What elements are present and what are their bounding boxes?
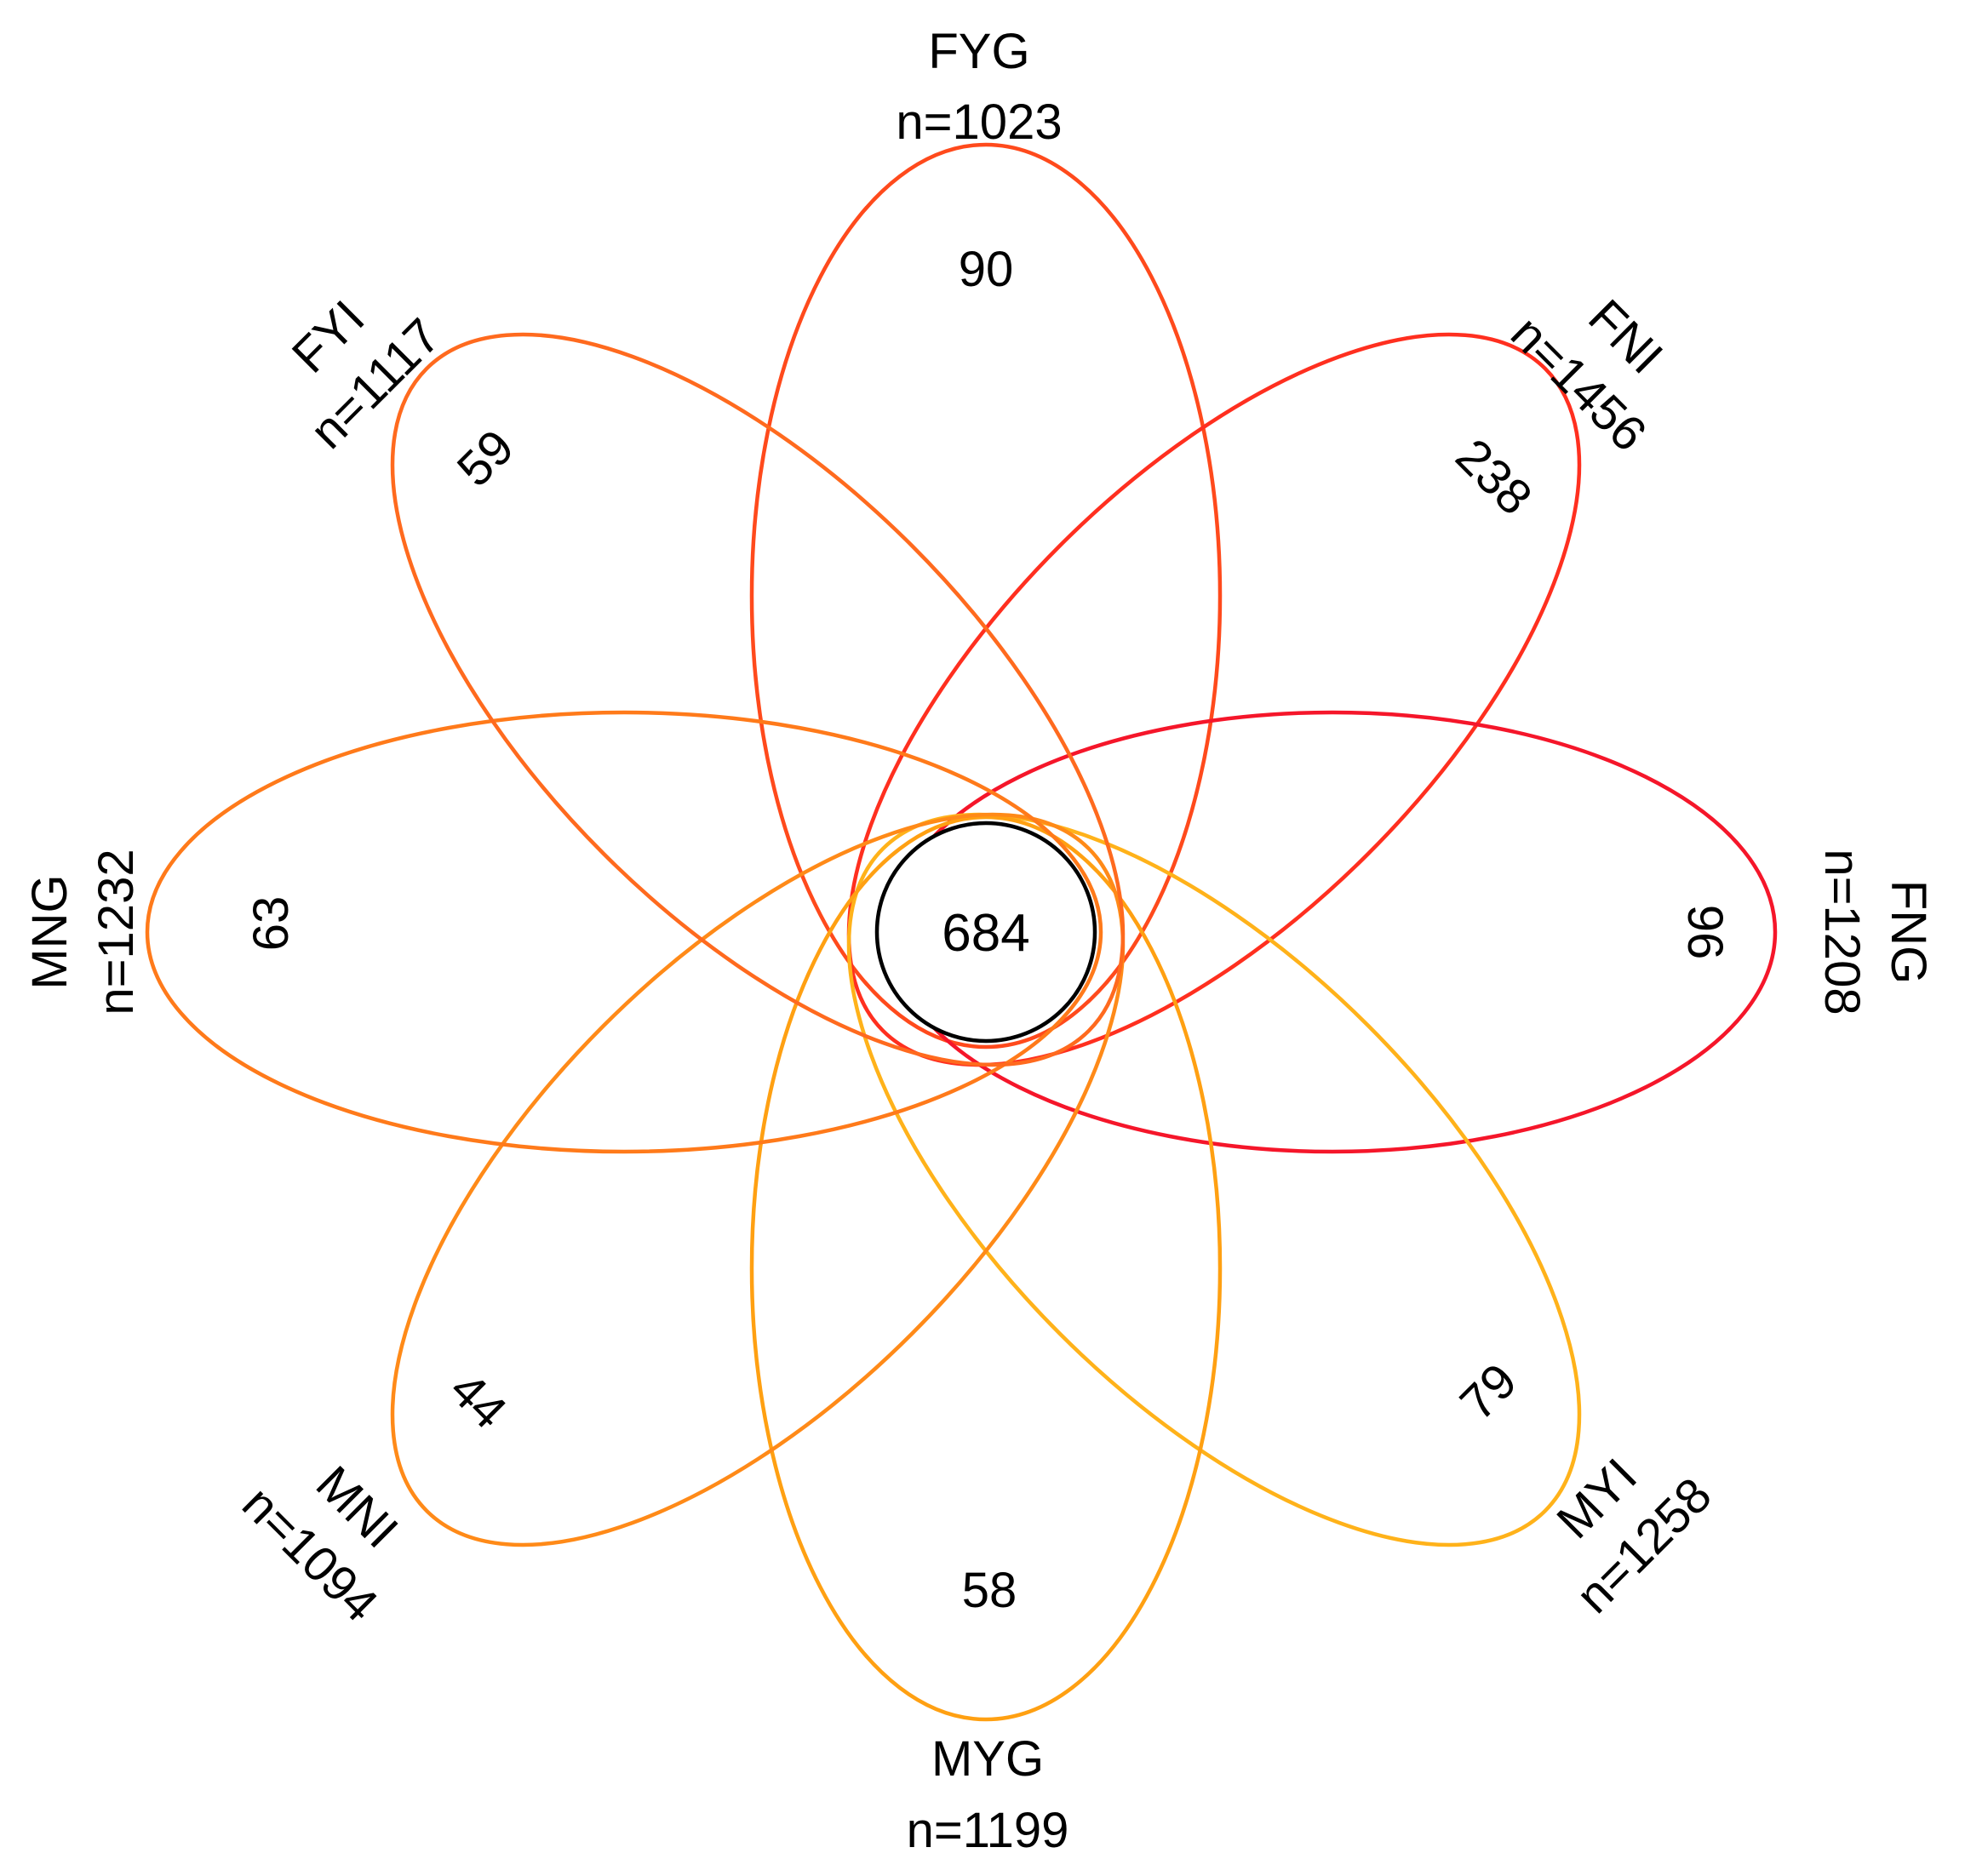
petal-fyg	[749, 142, 1223, 1050]
count-myi: 79	[1450, 1353, 1528, 1432]
petal-mng	[145, 710, 1103, 1154]
label-mng-name: MNG	[22, 874, 77, 989]
label-fni: FNI n=1456	[1500, 289, 1673, 462]
petals	[145, 142, 1778, 1722]
petal-mni	[390, 812, 1126, 1547]
label-fyi: FYI n=1117	[282, 290, 451, 460]
intersection-count: 684	[942, 904, 1029, 963]
intersection-circle	[874, 821, 1097, 1044]
label-mng: MNG n=1232	[22, 849, 144, 1015]
count-fyg: 90	[959, 242, 1014, 297]
label-myg-n: n=1199	[907, 1803, 1069, 1858]
label-myi: MYI n=1258	[1546, 1448, 1722, 1624]
count-mni: 44	[439, 1362, 518, 1440]
petal-myg	[749, 815, 1223, 1722]
set-labels: FYG n=1023 FNI n=1456 FNG n=1208 MYI n=1…	[22, 24, 1936, 1858]
count-fng: 96	[1677, 905, 1733, 960]
label-fng-name: FNG	[1881, 880, 1936, 984]
petal-fyi	[390, 332, 1126, 1067]
count-myg: 58	[962, 1563, 1017, 1618]
label-fng-n: n=1208	[1814, 849, 1870, 1015]
label-fyg-name: FYG	[928, 24, 1029, 79]
petal-myi	[846, 812, 1582, 1547]
count-fyi: 59	[447, 420, 525, 498]
label-mni: MNI n=1094	[232, 1456, 409, 1633]
label-fng: FNG n=1208	[1814, 849, 1936, 1015]
count-fni: 238	[1445, 428, 1542, 525]
label-mng-n: n=1232	[89, 849, 144, 1015]
label-fyg-n: n=1023	[896, 94, 1062, 150]
label-myg-name: MYG	[931, 1731, 1044, 1787]
count-mng: 63	[243, 896, 299, 952]
petal-fni	[846, 332, 1582, 1067]
